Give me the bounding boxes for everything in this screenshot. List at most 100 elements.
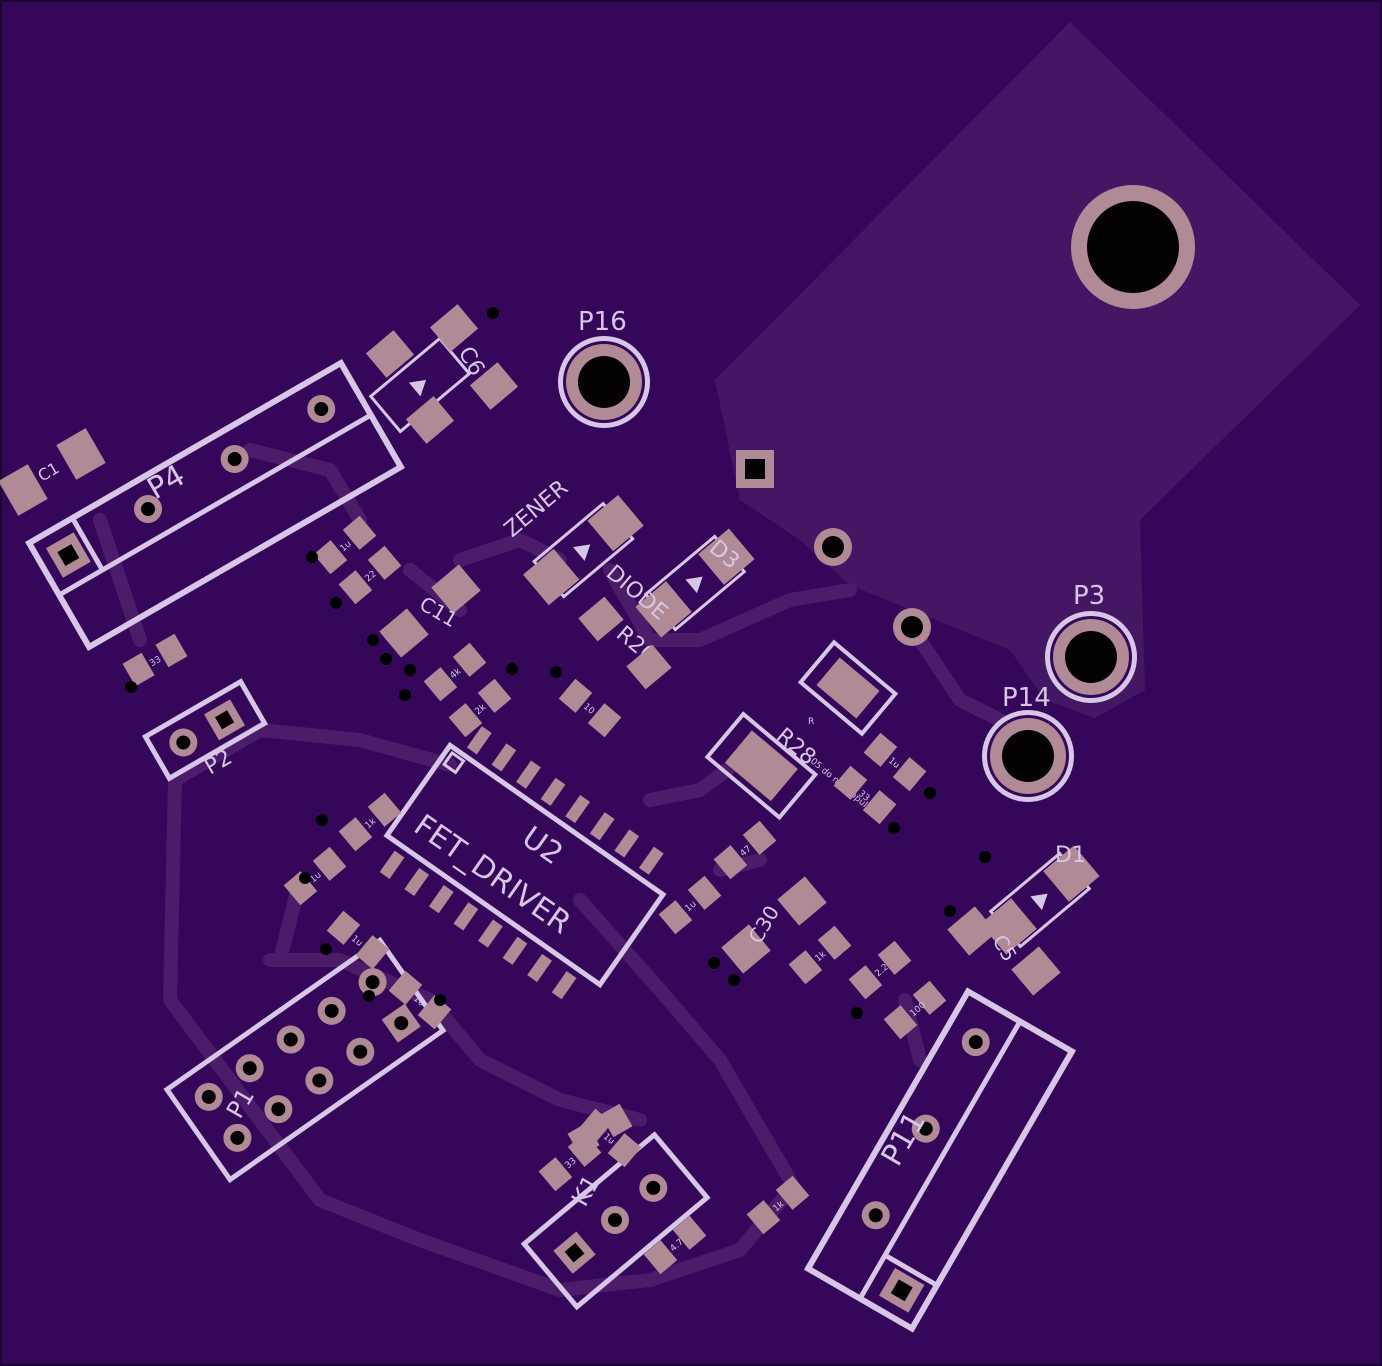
smd-pad: [567, 1132, 602, 1167]
via: [404, 664, 416, 676]
smd-pad: [477, 678, 512, 713]
via: [399, 689, 411, 701]
smd-pad: [538, 1157, 573, 1192]
smd-pad: [155, 633, 188, 668]
label-p3: P3: [1073, 581, 1105, 611]
resistor-r: [797, 639, 899, 737]
smd-pad: [658, 900, 693, 935]
connector-p2: [141, 678, 269, 782]
smd-pad: [355, 935, 390, 970]
smd-pad: [775, 1175, 810, 1210]
smd-pad: [452, 642, 487, 677]
label-p14: P14: [1002, 683, 1051, 713]
smd-pad: [862, 790, 897, 825]
smd-pad: [367, 792, 402, 827]
regulator-pins: [736, 450, 931, 646]
smd-pad: [448, 703, 483, 738]
via: [363, 990, 375, 1002]
pad-c30-a: [721, 924, 771, 974]
connector-p4: [25, 358, 405, 652]
smd-pad: [313, 540, 348, 575]
via: [125, 681, 137, 693]
smd-0603-part: 33: [122, 633, 188, 687]
connector-p11: [803, 987, 1077, 1333]
via: [708, 957, 720, 969]
via: [306, 551, 318, 563]
via: [506, 663, 518, 675]
smd-pad: [643, 1240, 678, 1275]
via: [380, 653, 392, 665]
label-d1: D1: [1055, 843, 1086, 868]
pad-c1-a: [0, 464, 48, 516]
diode-d1: [980, 845, 1100, 955]
smd-pad: [912, 980, 947, 1015]
smd-0603-part: 1u: [863, 732, 927, 792]
smd-value-label: 33: [148, 655, 163, 669]
smd-pad: [367, 545, 402, 580]
via: [944, 905, 956, 917]
ic-u2: [379, 726, 667, 1000]
smd-pad: [883, 1005, 918, 1040]
smd-pad: [558, 678, 593, 713]
diode-zener: [523, 494, 644, 606]
pad-c1-b: [56, 428, 106, 480]
pad-c6-c: [429, 304, 479, 352]
label-r: R: [808, 717, 814, 727]
test-point-p14: [982, 710, 1074, 802]
smd-0603-part: 1u: [578, 1108, 642, 1168]
smd-pad: [607, 1133, 642, 1168]
smd-pad: [788, 950, 823, 985]
smd-pad: [713, 845, 748, 880]
smd-pad: [342, 515, 377, 550]
mounting-hole: [1071, 185, 1195, 309]
smd-pad: [338, 817, 373, 852]
smd-pad: [877, 940, 912, 975]
smd-pad: [338, 570, 373, 605]
via: [550, 666, 562, 678]
smd-pad: [833, 765, 868, 800]
smd-pad: [687, 875, 722, 910]
small-smd-parts: 1u22334k2k101k1u1u101u471u331k2.21001u33…: [122, 515, 947, 1275]
smd-0603-part: 33: [538, 1132, 602, 1192]
via: [851, 1007, 863, 1019]
pad-c30-b: [777, 876, 827, 926]
via: [367, 634, 379, 646]
test-point-p16: [558, 336, 650, 428]
via: [434, 994, 446, 1006]
via: [487, 307, 499, 319]
pad-c6-a: [365, 330, 415, 378]
smd-pad: [388, 970, 423, 1005]
diode-d3: [635, 528, 755, 638]
smd-pad: [423, 667, 458, 702]
test-point-p3: [1045, 611, 1137, 703]
smd-pad: [892, 757, 927, 792]
smd-pad: [587, 703, 622, 738]
smd-pad: [863, 732, 898, 767]
pad-c5-a: [947, 906, 997, 956]
smd-pad: [746, 1200, 781, 1235]
via: [330, 597, 342, 609]
via: [316, 814, 328, 826]
via: [888, 822, 900, 834]
smd-pad: [283, 871, 318, 906]
via: [979, 851, 991, 863]
copper-pour-heatsink: [715, 22, 1360, 718]
pad-c5-b: [1011, 946, 1061, 996]
pad-r20-a: [578, 596, 624, 642]
smd-pad: [672, 1215, 707, 1250]
pad-c6-b: [405, 396, 455, 444]
smd-pad: [742, 820, 777, 855]
pad-c11-a: [379, 608, 429, 658]
smd-pad: [122, 652, 155, 687]
via: [320, 943, 332, 955]
smd-pad: [600, 1103, 633, 1138]
via: [924, 787, 936, 799]
smd-pad: [326, 910, 361, 945]
via: [299, 872, 311, 884]
smd-pad: [312, 846, 347, 881]
resistor-r28: [704, 711, 819, 821]
smd-pad: [848, 965, 883, 1000]
label-p16: P16: [578, 307, 627, 337]
